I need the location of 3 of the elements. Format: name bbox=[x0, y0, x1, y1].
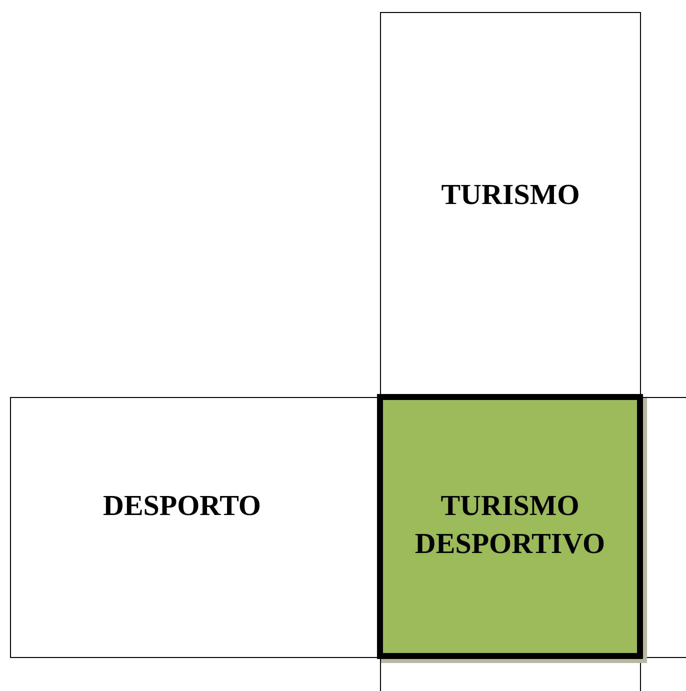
node-label: DESPORTO bbox=[102, 489, 262, 524]
node-label: TURISMO DESPORTIVO bbox=[414, 489, 606, 562]
node-label: TURISMO bbox=[440, 178, 581, 213]
